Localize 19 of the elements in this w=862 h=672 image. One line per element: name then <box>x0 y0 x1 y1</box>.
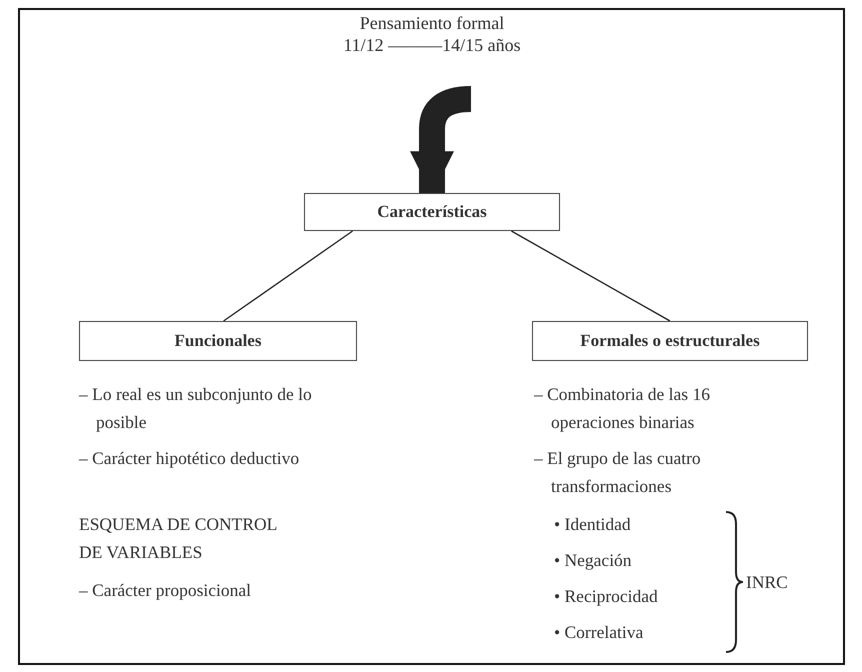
bullet-item: • Identidad <box>554 513 632 536</box>
bullet-item: • Correlativa <box>554 621 644 644</box>
heading-text: Pensamiento formal <box>358 12 506 34</box>
bullet-item: • Negación <box>554 549 633 572</box>
list-item: – Combinatoria de las 16 operaciones binarias <box>534 383 711 434</box>
group-label: INRC <box>746 571 789 594</box>
category-box: Formales o estructurales <box>532 321 808 361</box>
connector-line <box>511 230 670 322</box>
bullet-item: • Reciprocidad <box>554 585 659 608</box>
list-item: – El grupo de las cuatro transformaciones <box>534 447 702 498</box>
list-item: – Carácter hipotético deductivo <box>79 447 300 470</box>
connector-line <box>223 230 354 322</box>
age-range-text: 11/12 ———14/15 años <box>342 34 522 56</box>
block-arrow <box>410 86 472 196</box>
list-item: – Lo real es un subconjunto de lo posible <box>79 383 313 434</box>
section-heading: ESQUEMA DE CONTROL DE VARIABLES <box>79 513 278 564</box>
category-box: Características <box>304 193 560 231</box>
category-box: Funcionales <box>79 321 357 361</box>
list-item: – Carácter proposicional <box>79 579 252 602</box>
